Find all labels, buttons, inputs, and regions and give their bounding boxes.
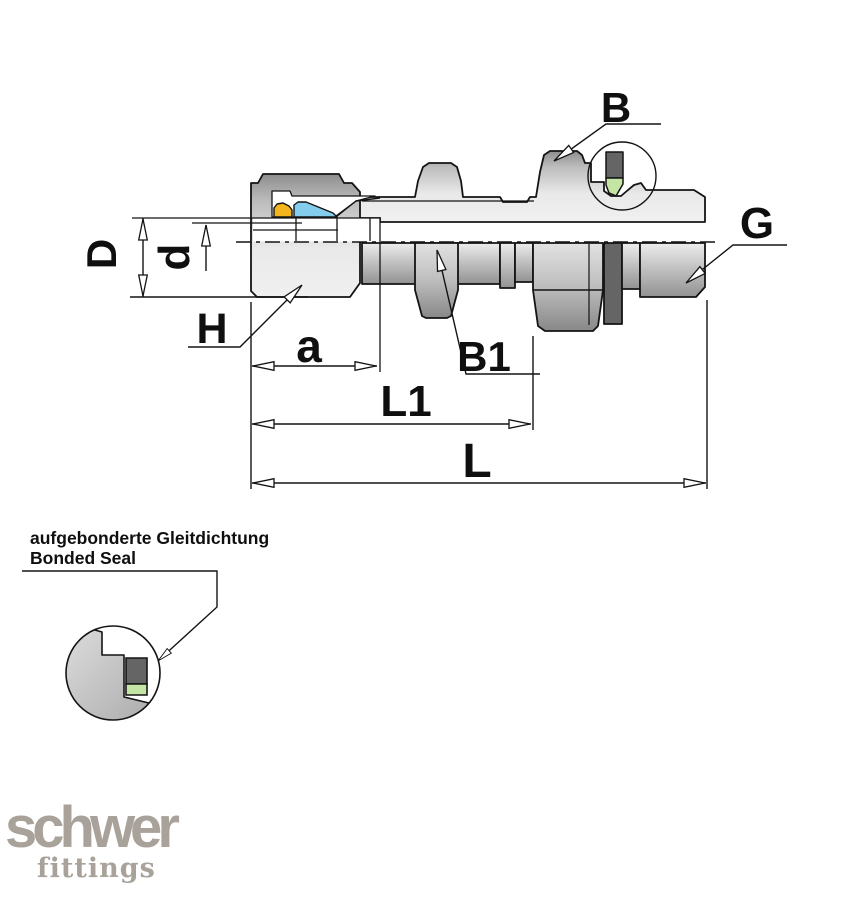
g-thread-lower xyxy=(639,242,706,298)
locknut-hex-lower xyxy=(532,242,604,332)
leader-B1 xyxy=(437,252,540,375)
label-B1: B1 xyxy=(457,333,511,380)
logo-schwer: schwer xyxy=(5,795,180,860)
label-a: a xyxy=(296,320,322,372)
body-cone-edge xyxy=(335,197,381,217)
callout-leader xyxy=(22,570,218,660)
bonded-seal-elastomer xyxy=(605,177,624,197)
ferrule-back xyxy=(273,202,293,218)
bore-detail-lines xyxy=(132,217,381,372)
body-hex-lower xyxy=(414,242,459,319)
arrow-L1-right xyxy=(508,419,531,429)
bonded-seal-metal xyxy=(605,151,624,179)
label-B: B xyxy=(601,84,631,131)
dimension-labels: D d H a B1 L1 L B G xyxy=(78,84,774,488)
label-G: G xyxy=(740,199,774,248)
callout-text-en: Bonded Seal xyxy=(30,548,136,568)
bonded-seal-washer-lower xyxy=(603,242,623,325)
arrow-d-top xyxy=(201,224,211,247)
label-L: L xyxy=(462,435,491,488)
thread-runout xyxy=(514,242,534,283)
arrow-D-bottom xyxy=(138,274,148,297)
label-L1: L1 xyxy=(380,377,431,426)
arrow-L-left xyxy=(252,478,275,488)
body-profile xyxy=(357,150,706,223)
leader-H xyxy=(188,286,301,348)
bulkhead-washer xyxy=(499,242,516,289)
detail-seal-metal xyxy=(125,657,148,685)
leader-G xyxy=(687,244,787,282)
arrow-a-right xyxy=(354,361,377,371)
fitting-body-lower xyxy=(361,242,706,332)
detail-view-circle xyxy=(65,625,161,721)
callout-text-de: aufgebonderte Gleitdichtung xyxy=(30,528,269,548)
fitting-body-upper xyxy=(357,150,706,223)
arrow-L-right xyxy=(683,478,706,488)
arrow-a-left xyxy=(252,361,275,371)
label-D: D xyxy=(78,239,125,269)
detail-circle-marker xyxy=(587,141,657,211)
ferrule-front xyxy=(293,201,338,218)
label-d: d xyxy=(150,244,199,271)
label-H: H xyxy=(196,305,227,353)
arrow-L1-left xyxy=(252,419,275,429)
arrow-D-top xyxy=(138,218,148,241)
technical-drawing: D d H a B1 L1 L B G aufgebonderte Gleitd… xyxy=(22,84,787,721)
logo-fittings: fittings xyxy=(37,853,156,884)
detail-seal-elastomer xyxy=(125,683,148,696)
detail-view xyxy=(65,625,161,721)
bonded-seal-callout: aufgebonderte Gleitdichtung Bonded Seal xyxy=(22,528,269,721)
leader-B xyxy=(555,123,661,161)
thread-relief-lower xyxy=(621,242,641,290)
